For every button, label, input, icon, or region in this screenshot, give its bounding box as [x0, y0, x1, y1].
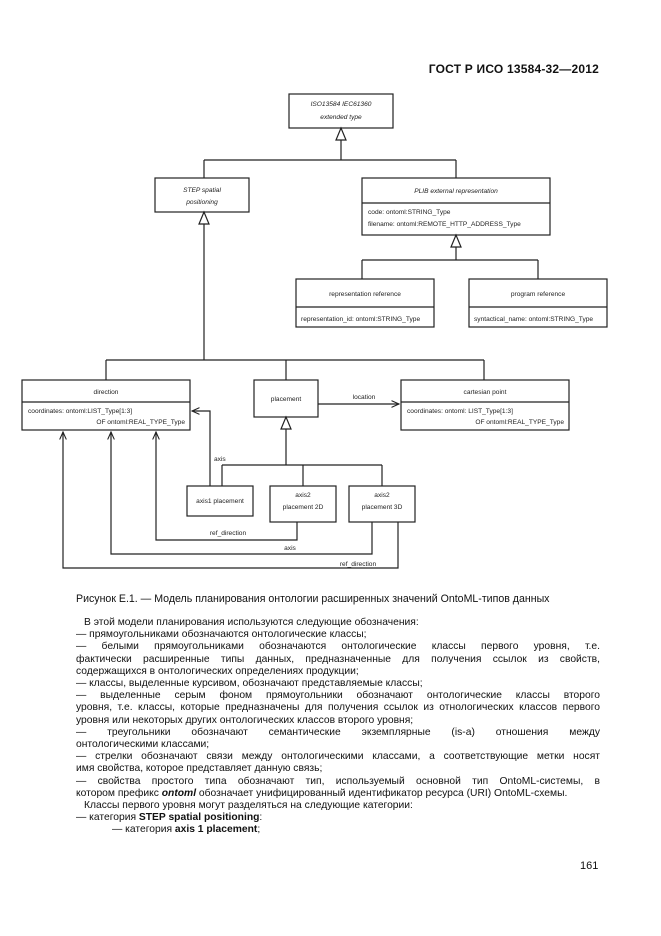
list-item-cont: котором префикс ontoml обозначает унифиц… — [76, 788, 600, 800]
iso-line2: extended type — [320, 114, 362, 121]
intro-paragraph: В этой модели планирования используются … — [84, 617, 419, 628]
axis2-2d-line1: axis2 — [295, 492, 311, 499]
text-span: — категория — [76, 812, 139, 824]
list-item-cont: онтологическими классами; — [76, 739, 210, 751]
page-number: 161 — [580, 860, 599, 872]
cartesian-attr2: OF ontoml:REAL_TYPE_Type — [475, 419, 564, 426]
list-item-cont: уровня, т.е. классы, которые предназначе… — [76, 702, 600, 714]
class-box-axis2-placement-2d — [269, 485, 337, 523]
list-item: — выделенные серым фоном прямоугольники … — [76, 690, 600, 702]
label-axis-upper: axis — [214, 456, 226, 463]
progref-attr1: syntactical_name: ontoml:STRING_Type — [474, 316, 593, 323]
axis1-name: axis1 placement — [196, 498, 244, 505]
list-item: — свойства простого типа обозначают тип,… — [76, 775, 600, 787]
cartesian-attr1: coordinates: ontoml: LIST_Type[1:3] — [407, 408, 513, 415]
list-item: — белыми прямоугольниками обозначаются о… — [76, 641, 600, 653]
direction-attr1: coordinates: ontoml:LIST_Type[1:3] — [28, 408, 132, 415]
axis2-3d-line1: axis2 — [374, 492, 390, 499]
progref-name: program reference — [511, 291, 566, 298]
step-line2: positioning — [185, 199, 218, 206]
list-item-cont: уровня или некоторых других онтологическ… — [76, 714, 414, 726]
iso-line1: ISO13584 IEC61360 — [311, 101, 372, 108]
ontoml-prefix: ontoml — [161, 787, 197, 799]
class-box-step-spatial-positioning — [154, 177, 250, 213]
list-item-cont: содержащихся в онтологических определени… — [76, 665, 359, 677]
class-box-axis2-placement-3d — [348, 485, 416, 523]
class-box-cartesian-point — [400, 379, 570, 431]
class-box-representation-reference — [295, 278, 435, 328]
plib-name: PLIB external representation — [414, 188, 498, 195]
text-span: котором префикс — [76, 787, 162, 799]
list-item-cont: фактически расширенные типы данных, пред… — [76, 653, 600, 665]
category-name: STEP spatial positioning — [138, 812, 260, 824]
label-location: location — [353, 394, 376, 401]
body-text: В этой модели планирования используются … — [76, 617, 600, 837]
list-item: — классы, выделенные курсивом, обозначаю… — [76, 678, 423, 690]
axis2-2d-line2: placement 2D — [283, 504, 324, 511]
text-span: — категория — [112, 824, 175, 836]
class-box-program-reference — [468, 278, 608, 328]
figure-caption: Рисунок E.1. — Модель планирования онтол… — [76, 593, 550, 605]
plib-attr1: code: ontoml:STRING_Type — [368, 209, 451, 216]
class-box-placement — [253, 379, 319, 418]
placement-name: placement — [271, 396, 302, 403]
text-span: ; — [257, 824, 261, 836]
category-item: — категория axis 1 placement; — [76, 824, 600, 836]
label-axis-lower: axis — [284, 545, 296, 552]
document-header: ГОСТ Р ИСО 13584-32—2012 — [428, 62, 599, 76]
repref-attr1: representation_id: ontoml:STRING_Type — [301, 316, 420, 323]
axis2-3d-line2: placement 3D — [362, 504, 403, 511]
step-line1: STEP spatial — [183, 187, 221, 194]
label-ref-direction-2: ref_direction — [340, 561, 377, 568]
class-box-direction — [21, 379, 191, 431]
cartesian-name: cartesian point — [464, 389, 507, 396]
text-span: : — [259, 812, 263, 824]
categories-intro: Классы первого уровня могут разделяться … — [84, 800, 413, 812]
label-ref-direction-1: ref_direction — [210, 530, 247, 537]
ontology-diagram: ISO13584 IEC61360 extended type STEP spa… — [21, 93, 608, 569]
direction-name: direction — [94, 389, 119, 396]
category-name: axis 1 placement — [174, 824, 258, 836]
category-item: — категория STEP spatial positioning: — [76, 812, 600, 824]
class-box-iso-extended-type — [288, 93, 394, 129]
class-box-axis1-placement — [186, 485, 254, 517]
plib-attr2: filename: ontoml:REMOTE_HTTP_ADDRESS_Typ… — [368, 221, 521, 228]
text-span: обозначает унифицированный идентификатор… — [196, 787, 568, 799]
list-item: — треугольники обозначают семантические … — [76, 726, 600, 738]
list-item: — стрелки обозначают связи между онтолог… — [76, 751, 600, 763]
direction-attr2: OF ontoml:REAL_TYPE_Type — [96, 419, 185, 426]
list-item-cont: имя свойства, которое представляет данну… — [76, 763, 323, 775]
repref-name: representation reference — [329, 291, 401, 298]
class-box-plib-external-representation — [361, 177, 551, 236]
list-item: — прямоугольниками обозначаются онтологи… — [76, 629, 367, 641]
